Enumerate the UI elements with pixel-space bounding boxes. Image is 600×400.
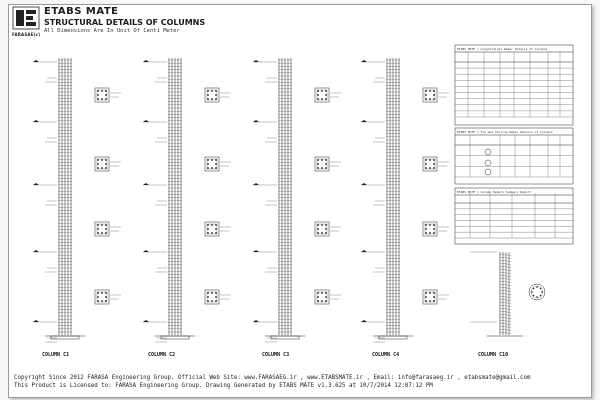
column-elevation — [143, 58, 231, 343]
column-label: COLUMN C3 — [262, 352, 289, 358]
column-elevation — [470, 251, 546, 337]
column-labels: COLUMN C1 COLUMN C2 COLUMN C3 COLUMN C4 … — [42, 352, 508, 358]
license-line: This Product is Licensed to: FARASA Engi… — [14, 383, 433, 389]
sheet-title: STRUCTURAL DETAILS OF COLUMNS — [44, 18, 206, 27]
summary-table-title: ETABS MATE > Column Rebars Summary Repor… — [457, 190, 531, 194]
footer: Copyright Since 2012 FARASA Engineering … — [14, 374, 584, 390]
column-elevation — [361, 58, 449, 343]
column-elevation — [253, 58, 341, 343]
units-note: All Dimensions Are In Unit Of Centi Mete… — [44, 28, 180, 34]
column-label: COLUMN C1 — [42, 352, 69, 358]
column-label: COLUMN C4 — [372, 352, 399, 358]
rebar-summary-table: ETABS MATE > Column Rebars Summary Repor… — [454, 187, 574, 245]
longitudinal-rebar-table: ETABS MATE > Longitudinal Rebar Details … — [454, 44, 574, 126]
transverse-table-title: ETABS MATE > Tie and Stirrup Rebar Detai… — [457, 130, 553, 134]
column-label: COLUMN C10 — [478, 352, 508, 358]
column-label: COLUMN C2 — [148, 352, 175, 358]
rebar-tables: ETABS MATE > Longitudinal Rebar Details … — [454, 44, 574, 245]
logo-caption: FARASAE(c) — [12, 32, 41, 37]
column-elevations — [33, 58, 546, 343]
column-elevation — [33, 58, 121, 343]
copyright-line: Copyright Since 2012 FARASA Engineering … — [14, 375, 531, 381]
app-name: ETABS MATE — [44, 6, 119, 17]
title-block: FARASAE(c) ETABS MATE STRUCTURAL DETAILS… — [12, 6, 312, 40]
longitudinal-table-title: ETABS MATE > Longitudinal Rebar Details … — [457, 47, 548, 51]
transverse-rebar-table: ETABS MATE > Tie and Stirrup Rebar Detai… — [454, 127, 574, 185]
farasa-logo-icon — [12, 6, 40, 30]
